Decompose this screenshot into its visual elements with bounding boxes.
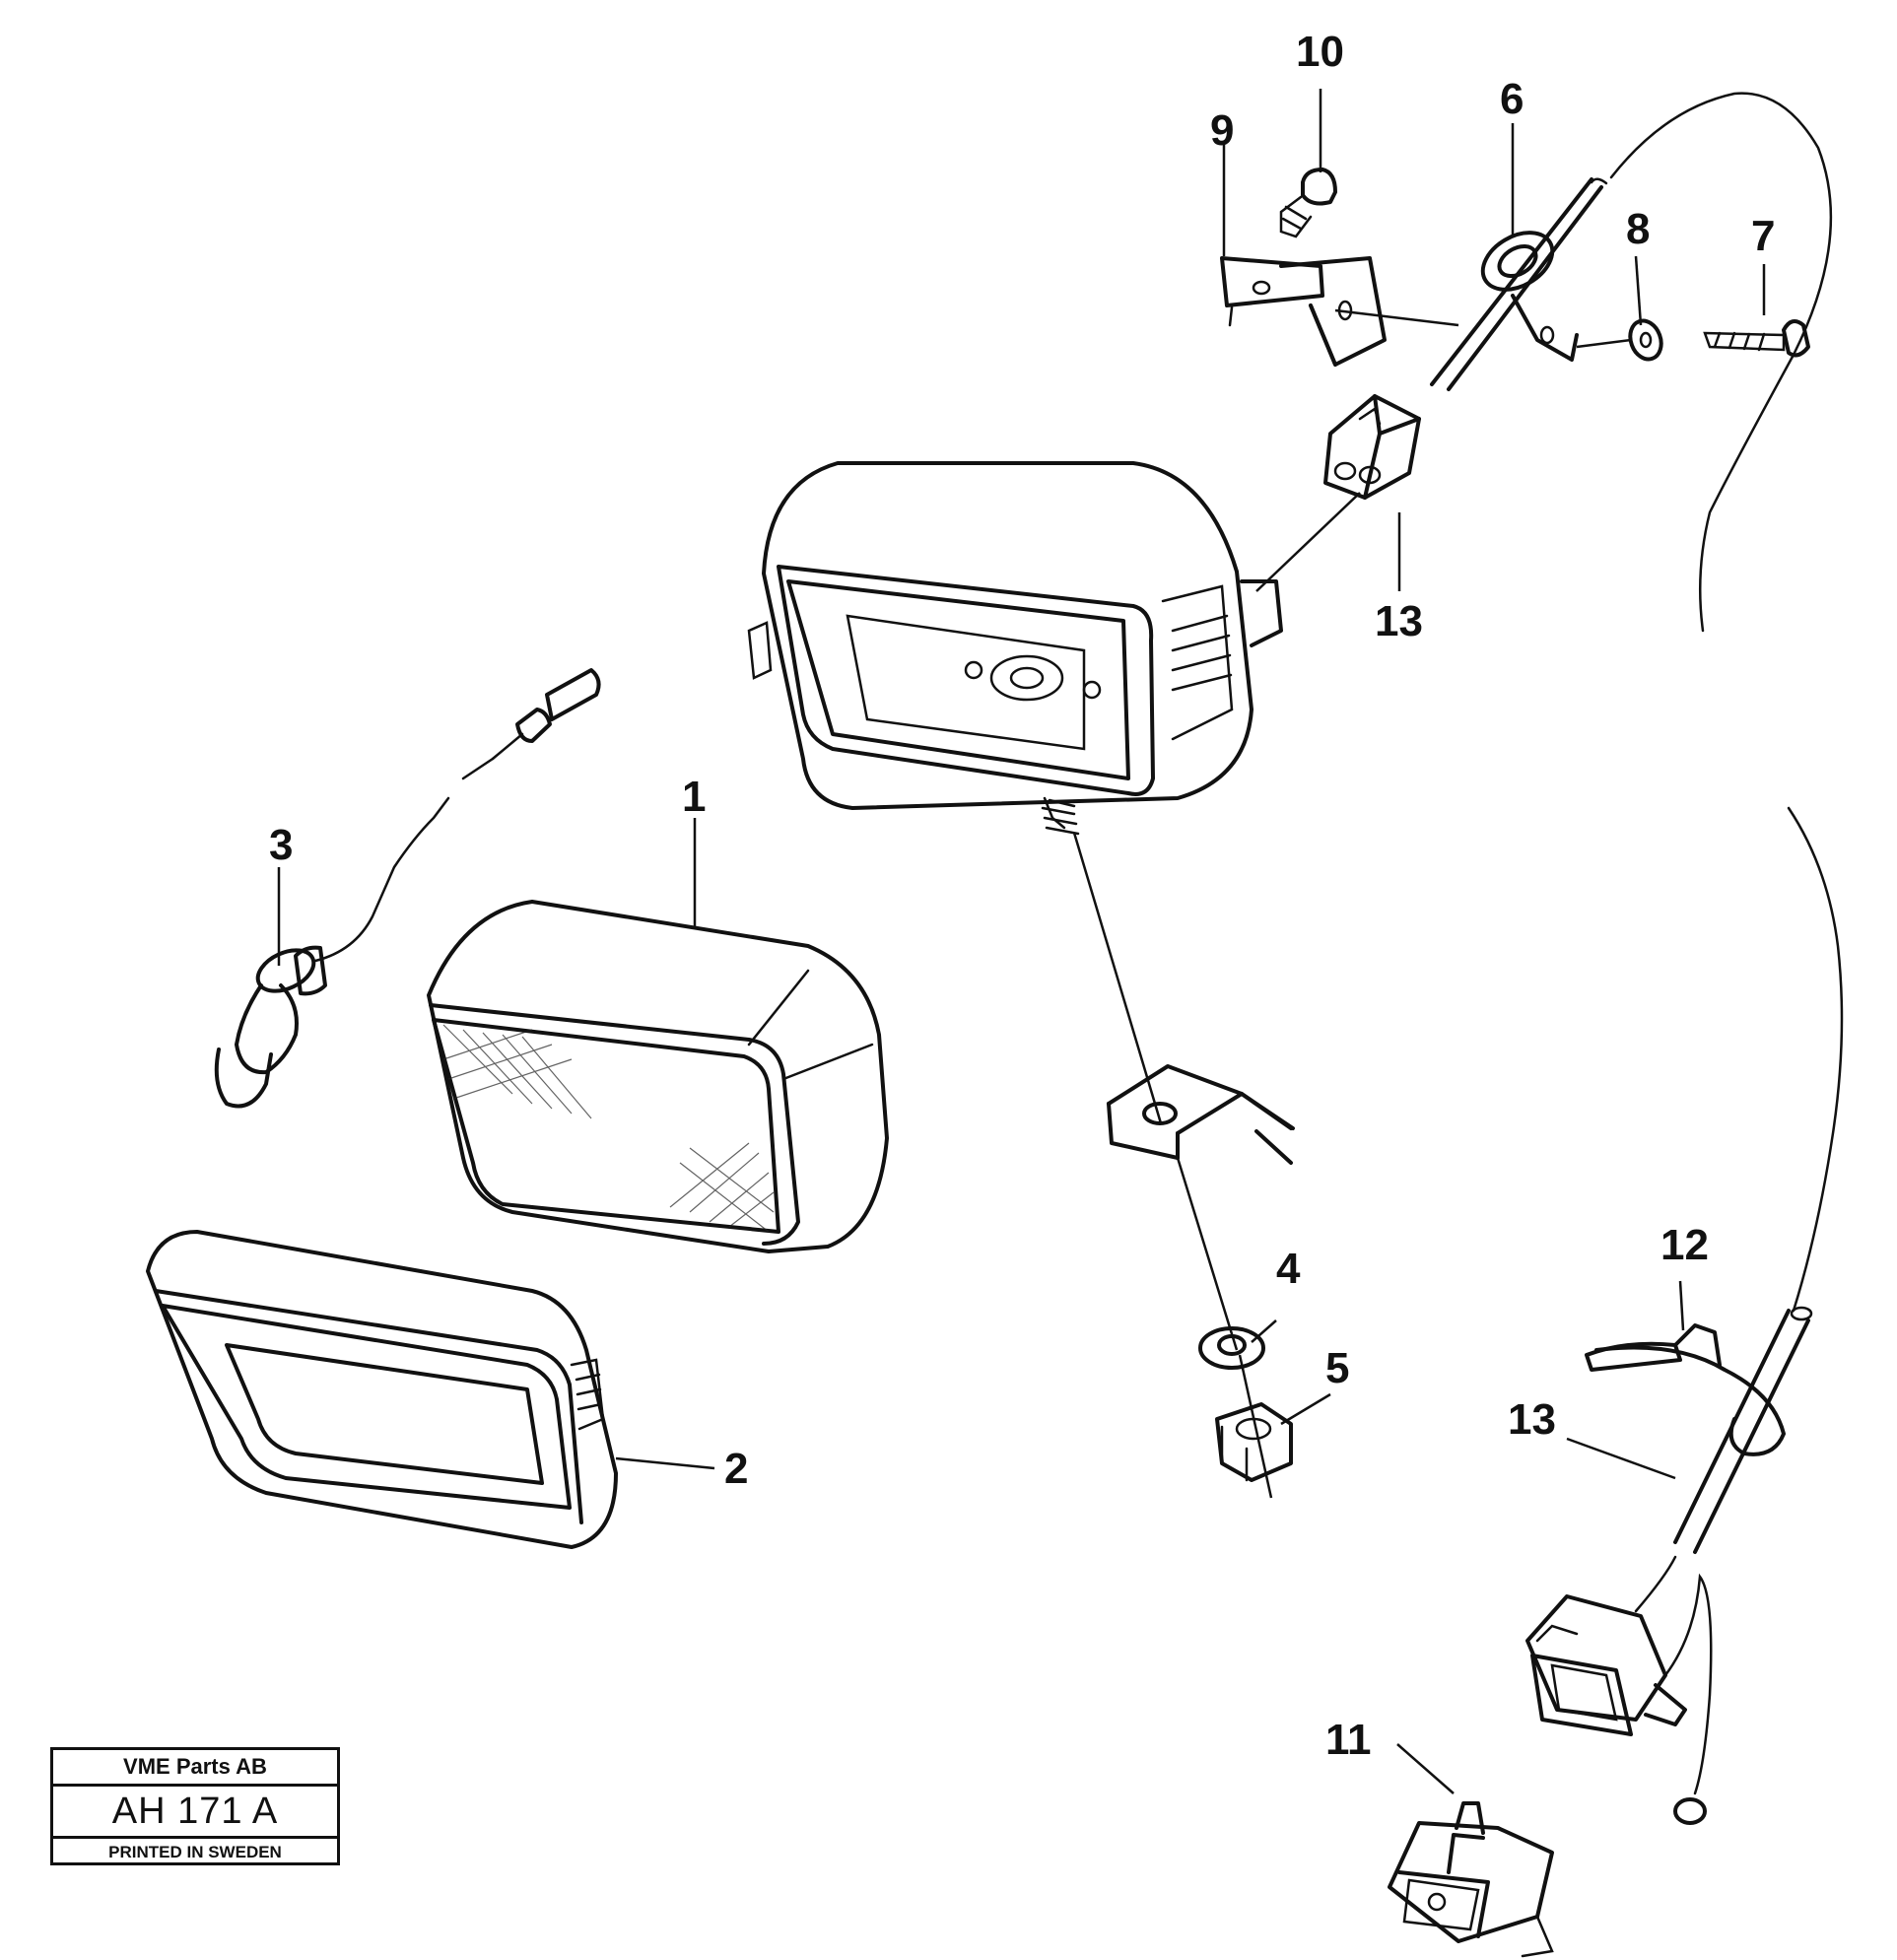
assembly-axis-line [1072,832,1273,1499]
printed-note: PRINTED IN SWEDEN [108,1843,282,1861]
callout-13-bottom: 13 [1508,1395,1556,1444]
callout-4: 4 [1276,1245,1301,1293]
bulb-with-cable [214,668,601,1109]
callout-12: 12 [1660,1221,1709,1269]
callout-3: 3 [269,821,293,869]
callout-8: 8 [1626,205,1650,253]
callout-9: 9 [1210,106,1234,155]
connector-socket [1388,1801,1554,1958]
callout-6: 6 [1500,75,1524,123]
lamp-housing [747,461,1283,836]
angle-bracket [1220,256,1387,367]
washer-small [1628,318,1663,362]
hex-nut [1215,1402,1293,1482]
screw-small [1703,319,1810,358]
connector-plug [1525,1555,1713,1825]
lamp-frame [146,1230,618,1549]
screw [1279,168,1337,238]
cable [1430,92,1844,1313]
callout-10: 10 [1296,28,1344,76]
mounting-bracket [1107,1064,1295,1165]
callout-13-top: 13 [1375,597,1423,645]
callout-11: 11 [1325,1716,1372,1764]
callout-2: 2 [724,1445,748,1493]
callout-1: 1 [682,773,706,821]
callout-7: 7 [1751,212,1775,260]
connector-top [1255,394,1421,592]
cable-lower [1673,1306,1813,1554]
company-name: VME Parts AB [53,1750,337,1787]
title-block: VME Parts AB AH 171 A PRINTED IN SWEDEN [50,1747,340,1865]
cable-tie [1585,1323,1786,1456]
lamp-lens-unit [427,900,889,1253]
leader-lines [277,89,1766,1794]
drawing-code: AH 171 A [53,1787,337,1839]
callout-5: 5 [1325,1344,1349,1392]
assembly-line-bracket [1334,308,1632,349]
